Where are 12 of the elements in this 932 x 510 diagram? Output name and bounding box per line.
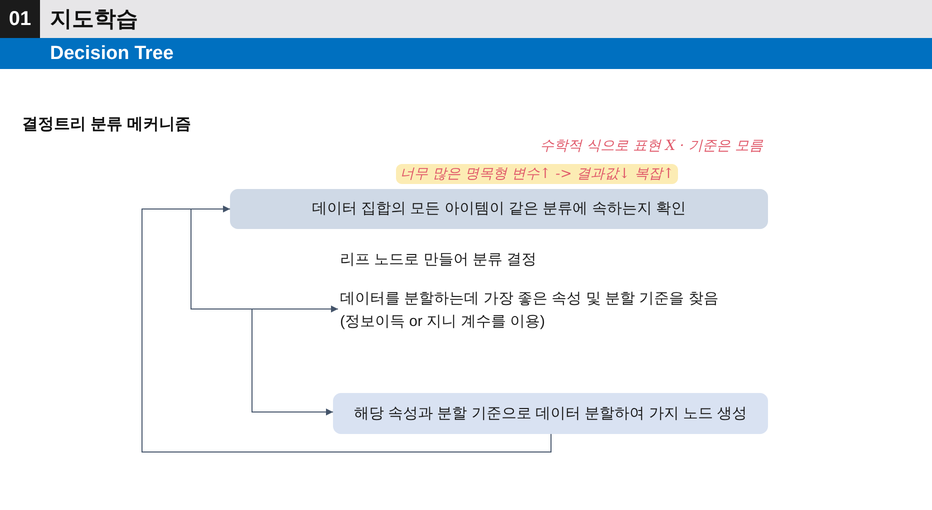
subtitle-bar: Decision Tree: [0, 38, 932, 69]
section-heading: 결정트리 분류 메커니즘: [22, 115, 191, 135]
process-box: 해당 속성과 분할 기준으로 데이터 분할하여 가지 노드 생성: [333, 393, 768, 434]
title-bar: 지도학습: [40, 0, 932, 38]
highlighted-note: 너무 많은 명목형 변수↑ -> 결과값↓ 복잡↑: [396, 164, 678, 184]
process-box: 데이터 집합의 모든 아이템이 같은 분류에 속하는지 확인: [230, 189, 768, 229]
arrow: [190, 208, 338, 312]
step-text: 리프 노드로 만들어 분류 결정: [340, 250, 537, 269]
arrow: [252, 308, 338, 416]
step-text: 데이터를 분할하는데 가장 좋은 속성 및 분할 기준을 찾음 (정보이득 or 지니 계수를 이용): [338, 287, 738, 331]
handwritten-note: 수학적 식으로 표현 X · 기준은 모름: [540, 137, 764, 155]
number-badge: 01: [0, 0, 40, 38]
